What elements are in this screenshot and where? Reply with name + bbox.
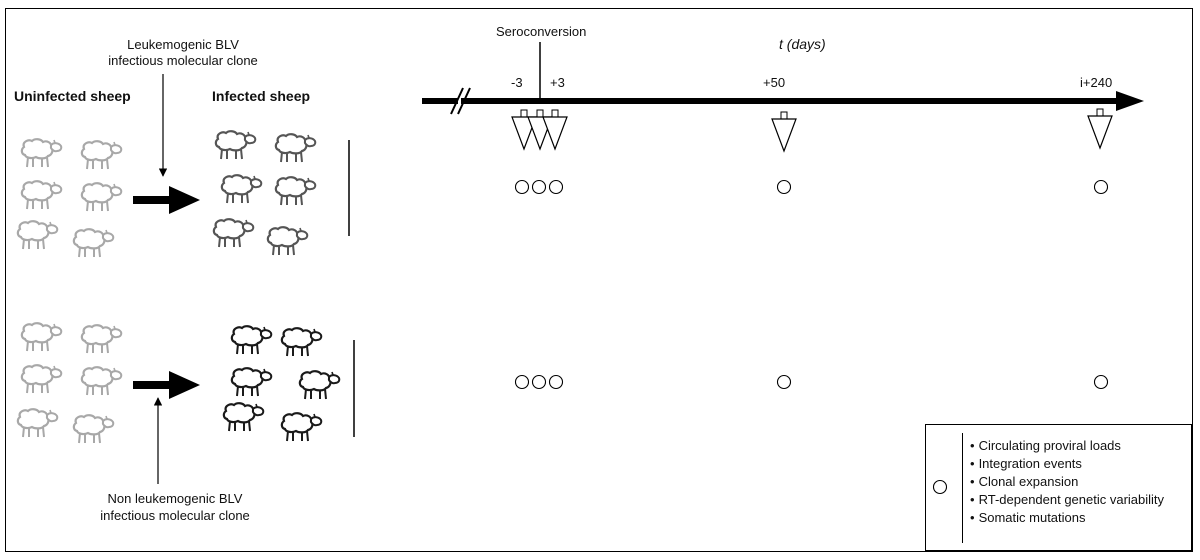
- figure-frame: [5, 8, 1193, 552]
- legend-item: Somatic mutations: [970, 509, 1164, 527]
- infected-label: Infected sheep: [212, 88, 311, 104]
- infection-arrow-top: [133, 186, 200, 214]
- sheep-icon: [230, 325, 273, 356]
- uninfected-label: Uninfected sheep: [14, 88, 131, 104]
- sheep-icon: [20, 322, 63, 353]
- sheep-icon: [274, 133, 317, 164]
- legend-circle-icon: [932, 479, 948, 495]
- sheep-icon: [80, 366, 123, 397]
- sampling-triangle: [1087, 108, 1113, 149]
- sheep-icon: [20, 180, 63, 211]
- sheep-icon: [80, 140, 123, 171]
- infection-arrow-bottom: [133, 371, 200, 399]
- seroconversion-label: Seroconversion: [496, 24, 587, 39]
- legend-list: Circulating proviral loads Integration e…: [970, 437, 1165, 527]
- legend-divider: [962, 433, 963, 543]
- legend-item: Clonal expansion: [970, 473, 1164, 491]
- uninfected-sheep-group-bottom: [16, 322, 123, 445]
- top-clone-label-line2: infectious molecular clone: [108, 53, 258, 68]
- tick-label: -3: [511, 75, 523, 90]
- sheep-icon: [80, 324, 123, 355]
- sheep-icon: [20, 364, 63, 395]
- tick-label: +50: [763, 75, 786, 90]
- sheep-icon: [230, 367, 273, 398]
- sheep-icon: [16, 408, 59, 439]
- sheep-icon: [274, 176, 317, 207]
- sheep-icon: [16, 220, 59, 251]
- sampling-triangle: [771, 111, 797, 152]
- sheep-icon: [280, 412, 323, 443]
- analysis-circle: [531, 179, 547, 195]
- analysis-circle: [548, 374, 564, 390]
- sheep-icon: [212, 218, 255, 249]
- analysis-circle: [1093, 374, 1109, 390]
- infected-sheep-group-top: [212, 130, 317, 257]
- top-clone-label-line1: Leukemogenic BLV: [127, 37, 239, 52]
- tick-label: +3: [550, 75, 565, 90]
- bottom-clone-label-line1: Non leukemogenic BLV: [107, 491, 243, 506]
- sheep-icon: [280, 327, 323, 358]
- legend-item: RT-dependent genetic variability: [970, 491, 1165, 509]
- uninfected-sheep-group-top: [16, 138, 123, 259]
- timeline-axis: [422, 87, 1144, 115]
- analysis-circle: [1093, 179, 1109, 195]
- infected-sheep-group-bottom: [222, 325, 341, 443]
- legend-item: Integration events: [970, 455, 1164, 473]
- analysis-circle: [548, 179, 564, 195]
- sheep-icon: [222, 402, 265, 433]
- sheep-icon: [298, 370, 341, 401]
- analysis-circle: [776, 374, 792, 390]
- tick-label: i+240: [1080, 75, 1113, 90]
- sheep-icon: [266, 226, 309, 257]
- sampling-markers: [511, 108, 1113, 152]
- sheep-icon: [80, 182, 123, 213]
- sheep-icon: [20, 138, 63, 169]
- bottom-clone-label-line2: infectious molecular clone: [100, 508, 250, 523]
- analysis-circle: [514, 179, 530, 195]
- analysis-circles: [514, 179, 1109, 390]
- legend-box: Circulating proviral loads Integration e…: [925, 424, 1192, 551]
- sheep-icon: [72, 414, 115, 445]
- legend-item: Circulating proviral loads: [970, 437, 1164, 455]
- sheep-icon: [220, 174, 263, 205]
- analysis-circle: [531, 374, 547, 390]
- sheep-icon: [72, 228, 115, 259]
- analysis-circle: [776, 179, 792, 195]
- sheep-icon: [214, 130, 257, 161]
- time-axis-label: t (days): [779, 36, 826, 52]
- analysis-circle: [514, 374, 530, 390]
